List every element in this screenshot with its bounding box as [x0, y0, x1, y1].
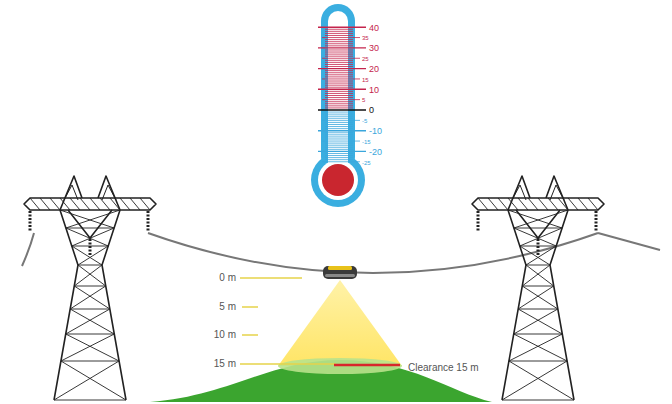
line-sensor — [323, 266, 357, 279]
height-value: 10 m — [214, 330, 236, 340]
transmission-tower — [472, 176, 604, 400]
temperature-value: -5 — [362, 118, 367, 124]
beam-spot — [278, 358, 402, 374]
temperature-value: 35 — [362, 35, 369, 41]
temperature-value: 0 — [369, 106, 374, 115]
temperature-value: -10 — [369, 127, 382, 136]
temperature-value: -20 — [369, 148, 382, 157]
height-value: 5 m — [219, 302, 236, 312]
temperature-value: 5 — [362, 97, 365, 103]
height-value: 0 m — [219, 273, 236, 283]
temperature-value: 40 — [369, 24, 379, 33]
sensor-beam — [278, 280, 402, 366]
temperature-value: 25 — [362, 56, 369, 62]
temperature-value: 10 — [369, 86, 379, 95]
temperature-value: 15 — [362, 77, 369, 83]
temperature-value: -25 — [362, 160, 371, 166]
height-value: 15 m — [214, 359, 236, 369]
power-line — [22, 233, 660, 273]
clearance-line — [334, 364, 400, 367]
height-scale — [240, 278, 336, 364]
thermometer — [311, 4, 366, 207]
temperature-value: 30 — [369, 44, 379, 53]
temperature-value: -15 — [362, 139, 371, 145]
temperature-value: 20 — [369, 65, 379, 74]
clearance-label: Clearance 15 m — [408, 363, 479, 373]
transmission-tower — [24, 176, 156, 400]
